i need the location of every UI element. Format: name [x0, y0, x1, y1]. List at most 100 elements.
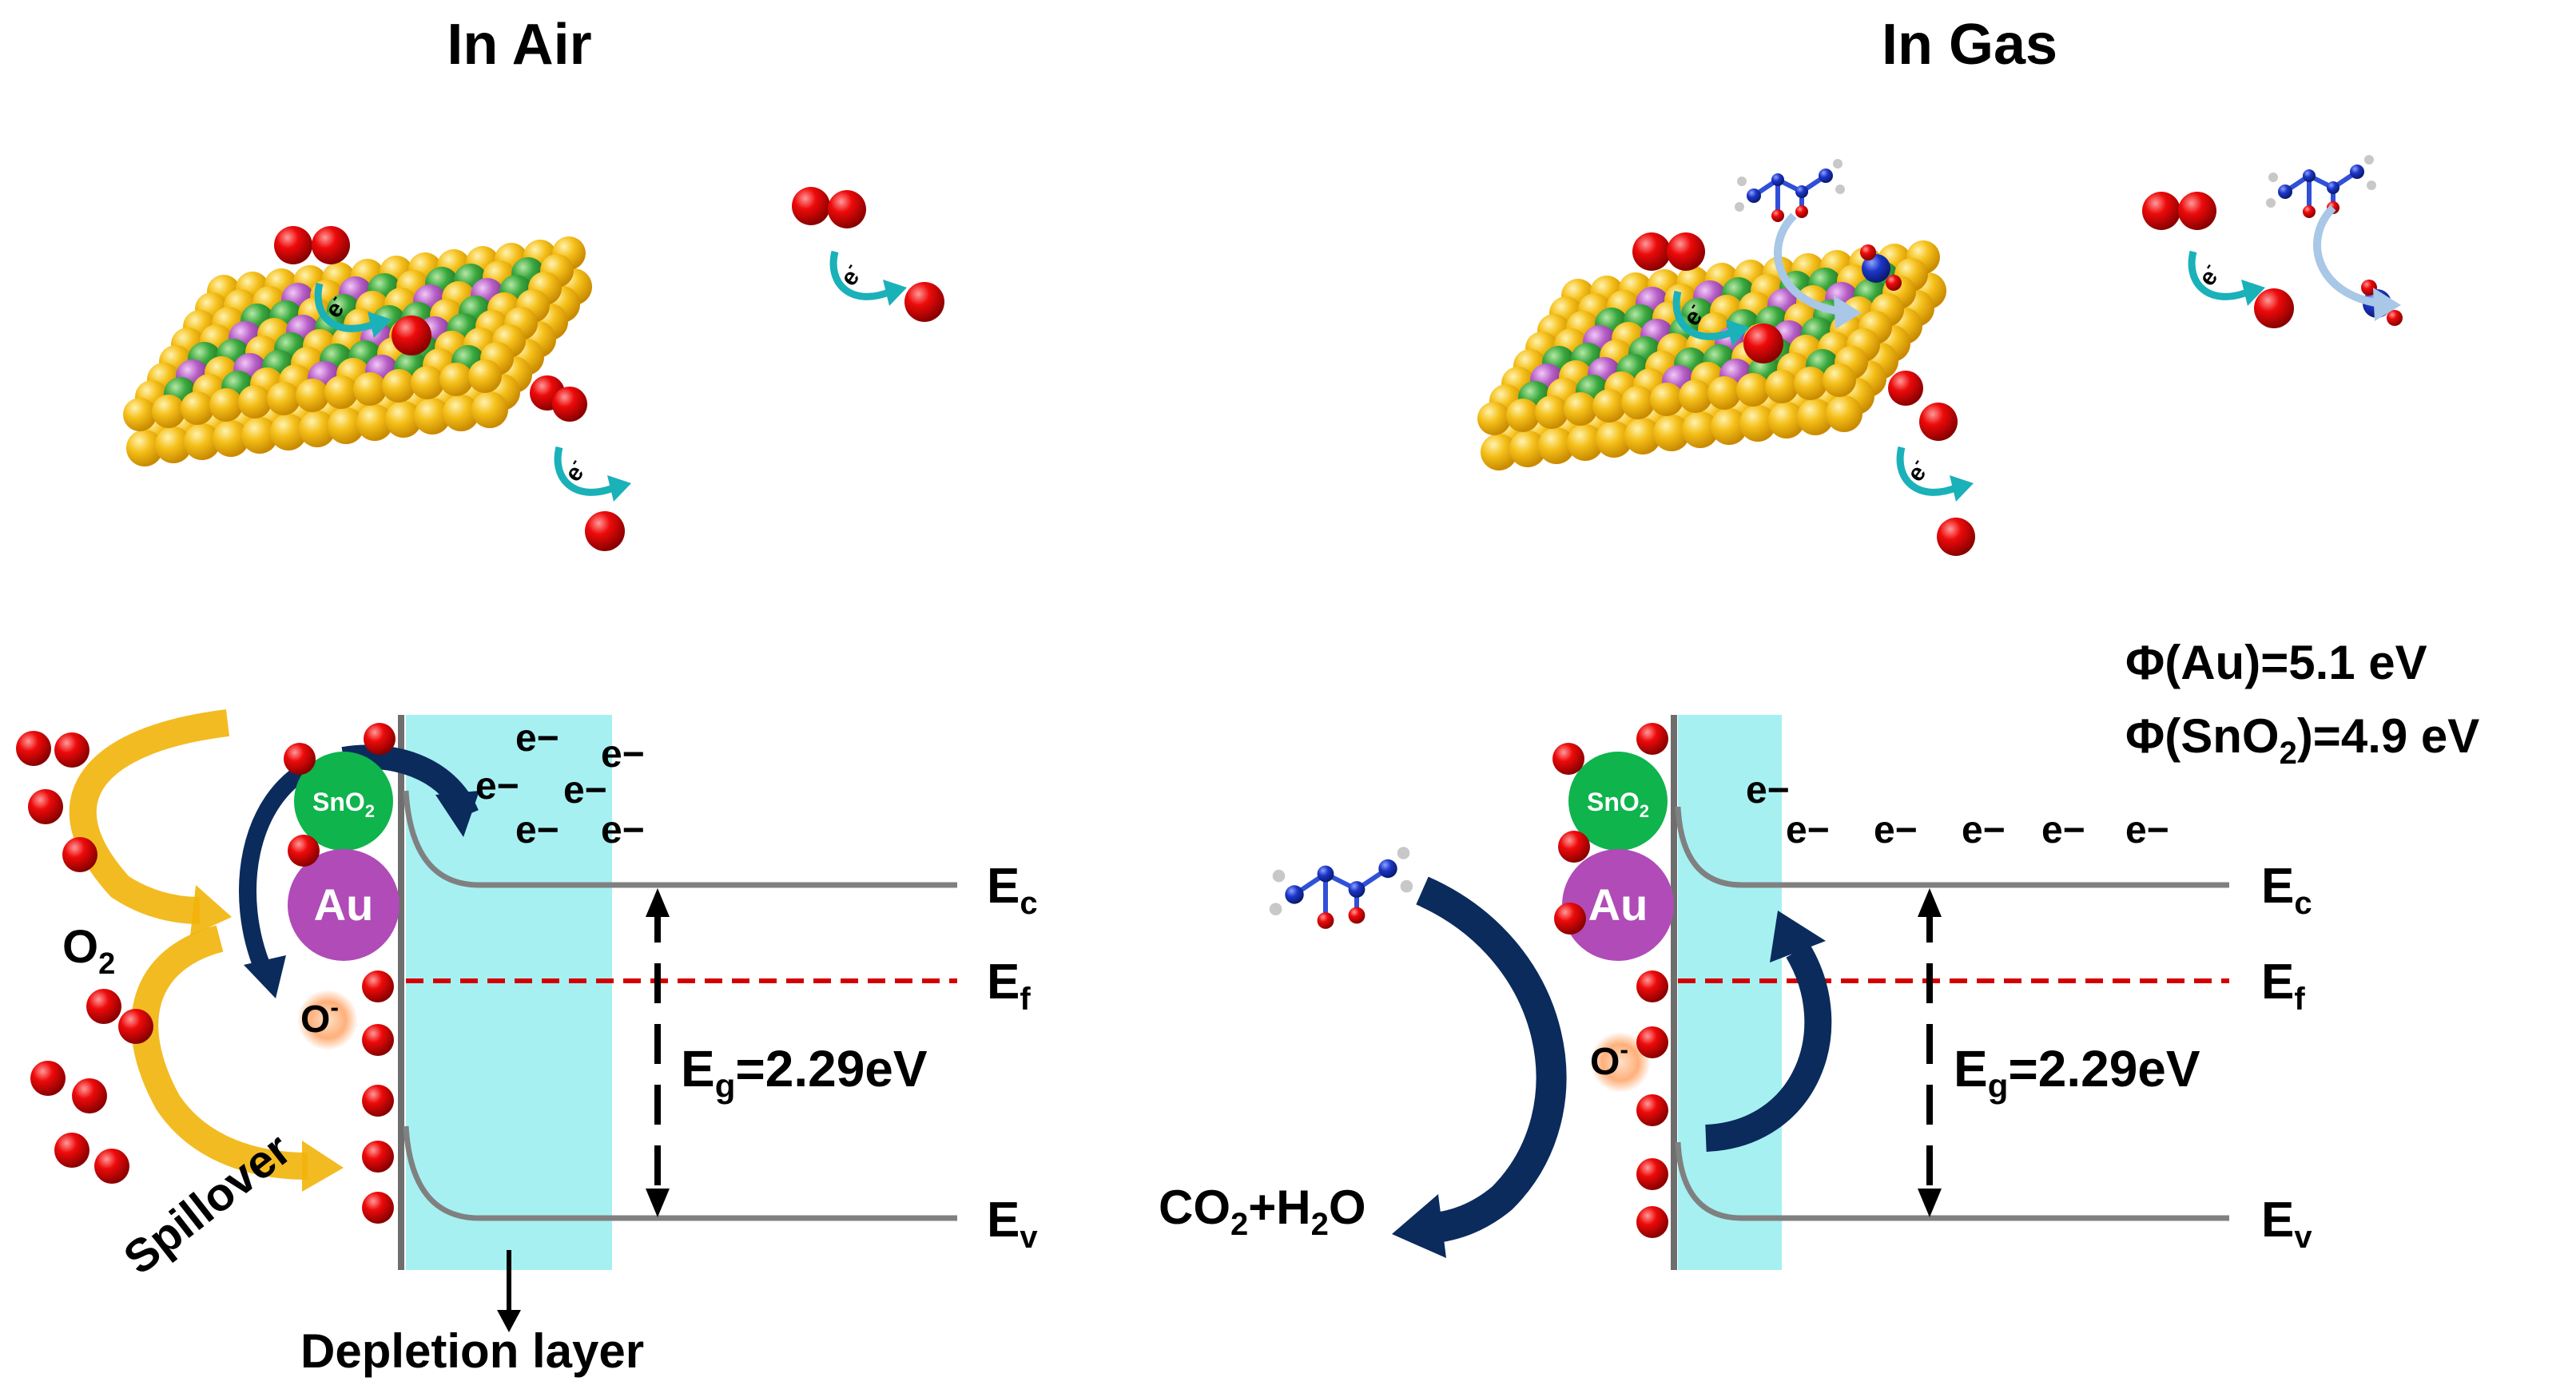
depletion-layer-label: Depletion layer — [300, 1324, 644, 1378]
gold-atom — [1711, 408, 1747, 445]
surface-electron-arrows: e-e-e-e-e-e- — [314, 204, 2401, 502]
au-particle — [288, 849, 400, 961]
gold-atom — [411, 366, 444, 399]
electron-arrowhead — [2241, 280, 2265, 306]
oxygen-atom — [72, 1078, 107, 1113]
oxygen-atom — [1552, 743, 1584, 775]
carbon-atom — [1795, 185, 1808, 198]
electron-l2: e− — [601, 733, 645, 776]
oxygen-atom — [1860, 244, 1876, 260]
oxygen-atom — [54, 732, 89, 768]
gold-atom — [468, 359, 502, 393]
gold-atom — [1624, 418, 1661, 454]
hydrogen-atom — [1835, 185, 1845, 194]
electron-transfer-arrow — [314, 282, 377, 332]
electron-transfer-arrow — [829, 250, 892, 300]
electron-arrowhead — [607, 475, 631, 502]
surface-slab-in-gas — [1477, 240, 1946, 470]
sno2-particle — [294, 752, 393, 851]
gold-atom — [1650, 383, 1684, 416]
oxygen-atom — [1632, 232, 1671, 271]
oxygen-atom — [1886, 275, 1902, 291]
gold-atom — [1509, 431, 1546, 467]
gold-atom — [382, 369, 415, 403]
gold-atom — [296, 379, 329, 412]
electron-label-sup: - — [566, 454, 583, 469]
oxygen-atom — [2178, 192, 2216, 230]
gold-atom — [1736, 373, 1770, 407]
electron-arrowhead — [1950, 475, 1974, 502]
gold-atom — [414, 398, 451, 435]
o2-label: O2 — [62, 921, 115, 981]
ef-label-left: Ef — [987, 954, 1031, 1017]
nitrogen-atom — [1378, 859, 1397, 879]
gold-atom — [299, 411, 336, 447]
electron-l5: e− — [515, 809, 559, 851]
conduction-band-line — [1675, 806, 2229, 888]
ev-label-right: Ev — [2261, 1193, 2312, 1255]
hydrogen-atom — [1272, 869, 1286, 883]
carbon-atom — [1317, 865, 1334, 883]
gold-atom — [267, 382, 300, 415]
gold-atom — [1679, 379, 1712, 413]
depletion-region — [1678, 715, 1782, 1270]
oxygen-atom — [585, 511, 625, 551]
desorption-arrow — [1774, 212, 1843, 316]
oxygen-atom — [362, 1024, 394, 1056]
electron-transfer-arrow-left — [239, 759, 316, 974]
oxygen-atom — [904, 282, 944, 322]
oxygen-atom — [1348, 907, 1366, 924]
gold-atom — [209, 388, 243, 422]
oxygen-atom — [1667, 232, 1705, 271]
oxygen-atom — [1888, 371, 1923, 406]
gold-atom — [238, 385, 272, 419]
hydrogen-atom — [1397, 847, 1410, 859]
oxygen-atom — [362, 1085, 394, 1117]
eg-label-left: Eg=2.29eV — [681, 1040, 928, 1105]
oxygen-atom — [392, 316, 431, 355]
gold-atom — [385, 401, 422, 438]
gold-atom — [152, 395, 185, 428]
ec-label-left: Ec — [987, 859, 1038, 921]
gold-atom — [1707, 376, 1741, 410]
work-function-sno2: Φ(SnO2)=4.9 eV — [2125, 709, 2479, 771]
sno2-label: SnO2 — [1587, 788, 1649, 821]
oxygen-atom — [16, 731, 51, 766]
oxygen-atom — [2361, 280, 2377, 296]
oxygen-atom — [1636, 1206, 1668, 1238]
o2-adsorption-arrow — [69, 709, 230, 924]
electron-label-sup: - — [841, 259, 859, 273]
desorption-arrow — [2313, 204, 2382, 308]
gold-atom — [1477, 402, 1511, 435]
oxygen-atoms — [16, 187, 2294, 1238]
gold-atom — [1653, 415, 1690, 451]
gold-atom — [471, 391, 508, 428]
oxygen-atom — [362, 1192, 394, 1224]
electron-r3: e− — [1874, 809, 1918, 851]
hydrogen-atom — [2268, 173, 2278, 182]
oxygen-atom — [2387, 310, 2403, 326]
oxygen-atom — [288, 835, 320, 867]
carbon-atom — [1348, 881, 1366, 898]
oxygen-atom — [828, 190, 866, 228]
oxygen-atom — [1554, 903, 1586, 935]
title-in-gas: In Gas — [1882, 13, 2057, 77]
oxygen-atom — [28, 789, 63, 824]
gold-atom — [181, 391, 214, 425]
gold-atom — [1682, 411, 1719, 448]
o-ion-label: O- — [1590, 1035, 1628, 1083]
work-function-au: Φ(Au)=5.1 eV — [2125, 636, 2427, 689]
gold-atom — [1621, 386, 1655, 419]
oxygen-atom — [362, 970, 394, 1002]
oxygen-atom — [362, 1141, 394, 1173]
spillover-arrow — [131, 925, 308, 1180]
hydrogen-atom — [1400, 879, 1413, 893]
oxygen-atom — [1636, 1094, 1668, 1126]
nitrogen-atom — [1747, 189, 1761, 203]
gold-atom — [439, 363, 473, 396]
oxygen-atom — [1636, 970, 1668, 1002]
au-label: Au — [1588, 879, 1648, 930]
gold-atom — [270, 414, 307, 450]
electron-transfer-arrow — [2188, 250, 2251, 300]
oxygen-atom — [86, 989, 121, 1024]
